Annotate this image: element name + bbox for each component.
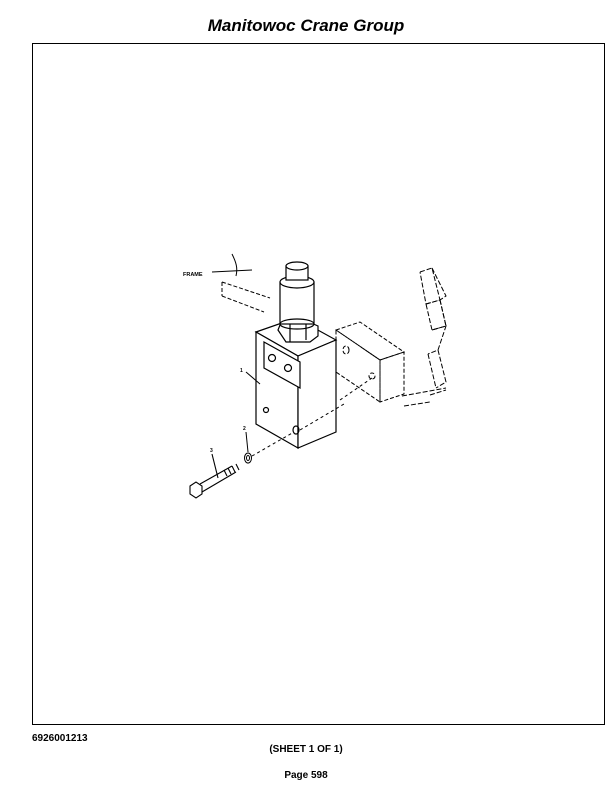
mounting-bracket — [401, 267, 447, 407]
sheet-indicator: (SHEET 1 OF 1) — [269, 744, 343, 755]
part-number: 6926001213 — [32, 733, 88, 744]
spacer-block — [334, 321, 406, 403]
callout-2: 2 — [243, 426, 246, 432]
callout-3: 3 — [210, 448, 213, 454]
valve-cartridge — [279, 261, 315, 330]
assembly-centerline — [251, 377, 373, 457]
frame-leader — [211, 253, 253, 277]
drawing-frame — [32, 43, 605, 725]
washer — [244, 431, 252, 464]
page-number: Page 598 — [284, 770, 328, 781]
callout-1: 1 — [240, 368, 243, 374]
page-title: Manitowoc Crane Group — [207, 16, 405, 35]
bolt — [189, 453, 240, 499]
frame-label: FRAME — [183, 272, 203, 278]
frame-rail — [221, 281, 271, 313]
